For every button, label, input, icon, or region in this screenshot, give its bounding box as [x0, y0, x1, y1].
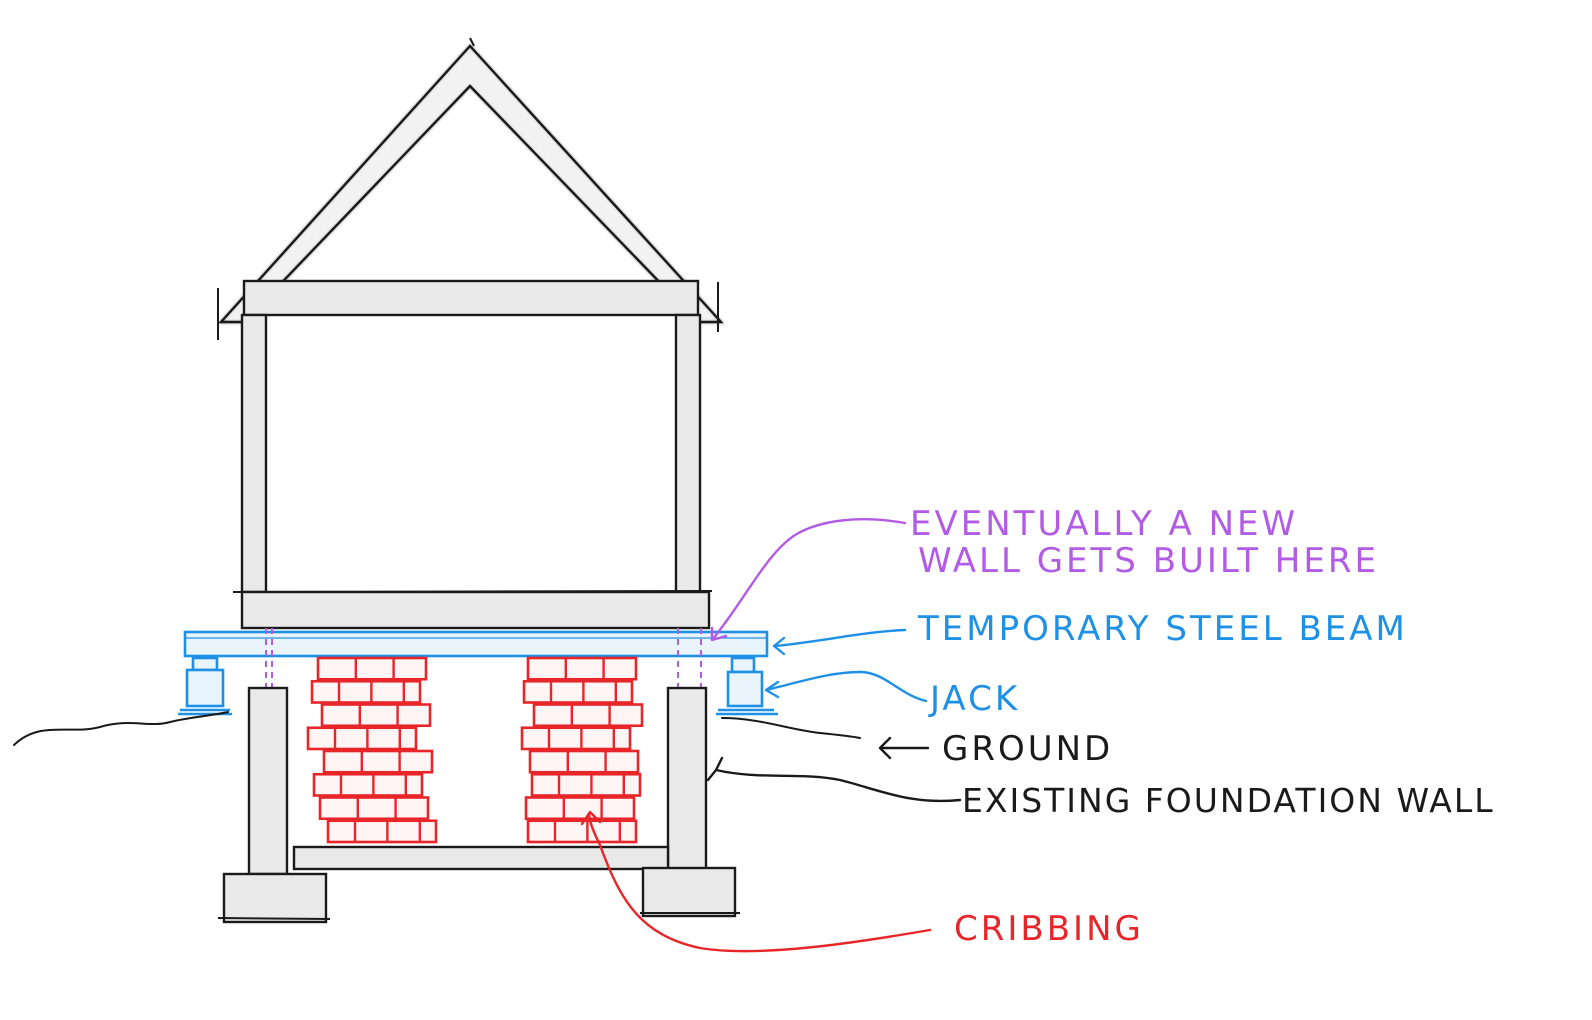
crib-timber: [316, 656, 428, 681]
foundation-leader: [706, 756, 962, 803]
cribbing-stack-left: [306, 656, 438, 844]
ceiling-joist: [242, 279, 700, 317]
new-wall-label-line2: WALL GETS BUILT HERE: [918, 541, 1379, 581]
right-wall: [674, 313, 702, 594]
steel-beam: [183, 630, 769, 658]
foundation: [217, 686, 740, 924]
jack-left: [178, 656, 232, 716]
ground-line-left: [13, 711, 229, 746]
cribbing-label: CRIBBING: [954, 909, 1144, 949]
beam-label: TEMPORARY STEEL BEAM: [917, 609, 1408, 649]
house: [217, 37, 724, 630]
jack-right: [716, 656, 778, 716]
cribbing-leader: [580, 810, 932, 953]
crib-timber: [532, 703, 644, 728]
crib-timber: [320, 703, 432, 728]
new-wall-label-line1: EVENTUALLY A NEW: [910, 504, 1298, 544]
new-wall-leader: [710, 518, 907, 642]
jack-leader: [764, 670, 928, 703]
ground-label: GROUND: [942, 729, 1113, 769]
crib-timber: [524, 796, 636, 821]
crib-timber: [318, 796, 430, 821]
house-floor: [240, 590, 711, 630]
beam-leader: [772, 628, 907, 656]
jack-label: JACK: [928, 679, 1020, 719]
ground-leader: [878, 736, 930, 760]
left-wall: [240, 313, 268, 594]
foundation-label: EXISTING FOUNDATION WALL: [962, 781, 1495, 820]
crib-timber: [526, 656, 638, 681]
cribbing-stack-right: [520, 656, 644, 844]
crib-timber: [322, 749, 434, 774]
crib-timber: [528, 749, 640, 774]
ground-line-right: [721, 717, 861, 739]
